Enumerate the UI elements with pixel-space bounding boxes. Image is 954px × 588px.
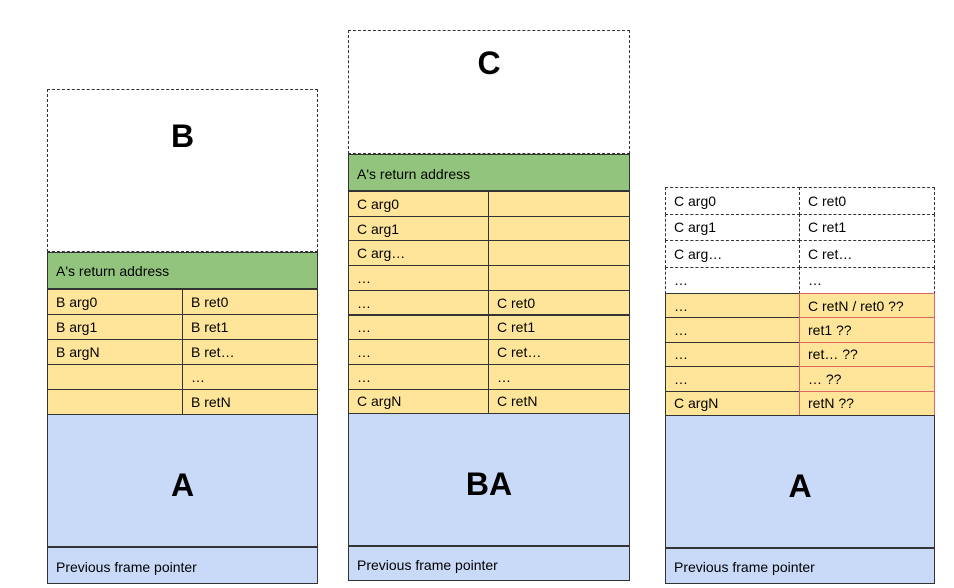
right-dashed-arg-cell: … — [665, 266, 800, 294]
middle-ret-cell — [488, 265, 630, 291]
middle-arg-cell: … — [348, 314, 489, 341]
frame-c: C — [348, 30, 630, 154]
right-ret-cell: … ?? — [799, 366, 935, 392]
right-dashed-arg-cell: C arg1 — [665, 213, 800, 241]
left-ret-cell: B ret0 — [182, 289, 318, 315]
frame-b: B — [47, 89, 318, 252]
frame-c-label: C — [477, 45, 501, 81]
frame-b-label: B — [170, 118, 195, 154]
frame-a-label: A — [788, 468, 812, 504]
right-arg-cell: C argN — [665, 390, 800, 416]
frame-ba: BA — [348, 413, 630, 546]
right-dashed-arg-cell: C arg… — [665, 240, 800, 268]
left-arg-cell: B arg0 — [47, 289, 183, 315]
right-arg-cell: … — [665, 293, 800, 319]
prev-frame-pointer-label: Previous frame pointer — [56, 559, 197, 575]
middle-arg-cell: … — [348, 339, 489, 365]
right-arg-cell: … — [665, 366, 800, 392]
left-arg-cell: B arg1 — [47, 314, 183, 340]
right-dashed-ret-cell: … — [799, 266, 935, 294]
right-dashed-ret-cell: C ret1 — [799, 213, 935, 241]
middle-arg-cell: C argN — [348, 388, 489, 415]
middle-ret-cell — [488, 191, 630, 217]
right-ret-cell: ret1 ?? — [799, 317, 935, 343]
left-arg-cell — [47, 364, 183, 390]
left-arg-cell — [47, 389, 183, 415]
middle-arg-cell: C arg0 — [348, 191, 489, 217]
left-ret-cell: … — [182, 364, 318, 390]
middle-ret-cell: C ret0 — [488, 289, 630, 316]
middle-arg-cell: … — [348, 265, 489, 291]
right-dashed-arg-cell: C arg0 — [665, 187, 800, 215]
right-arg-cell: … — [665, 341, 800, 368]
middle-ret-cell: C ret… — [488, 339, 630, 365]
left-ret-cell: B ret… — [182, 339, 318, 365]
prev-frame-pointer-middle: Previous frame pointer — [348, 546, 630, 581]
middle-ret-cell — [488, 215, 630, 242]
middle-ret-cell: … — [488, 363, 630, 390]
return-address-label: A's return address — [56, 263, 170, 279]
middle-arg-cell: … — [348, 363, 489, 390]
right-dashed-ret-cell: C ret0 — [799, 187, 935, 215]
right-ret-cell: retN ?? — [799, 390, 935, 416]
frame-a-left: A — [47, 414, 318, 547]
middle-arg-cell: C arg… — [348, 240, 489, 267]
frame-a-right: A — [665, 415, 935, 548]
middle-ret-cell: C retN — [488, 388, 630, 415]
return-address-left: A's return address — [47, 252, 318, 289]
prev-frame-pointer-left: Previous frame pointer — [47, 547, 318, 584]
left-arg-cell: B argN — [47, 339, 183, 365]
middle-arg-cell: … — [348, 289, 489, 316]
right-ret-cell: ret… ?? — [799, 341, 935, 368]
middle-ret-cell: C ret1 — [488, 314, 630, 341]
right-dashed-ret-cell: C ret… — [799, 240, 935, 268]
frame-ba-label: BA — [465, 466, 513, 502]
prev-frame-pointer-label: Previous frame pointer — [674, 559, 815, 575]
left-ret-cell: B ret1 — [182, 314, 318, 340]
right-arg-cell: … — [665, 317, 800, 343]
prev-frame-pointer-label: Previous frame pointer — [357, 557, 498, 573]
frame-a-label: A — [170, 467, 195, 503]
left-ret-cell: B retN — [182, 389, 318, 415]
return-address-label: A's return address — [357, 166, 471, 182]
return-address-middle: A's return address — [348, 154, 630, 191]
prev-frame-pointer-right: Previous frame pointer — [665, 548, 935, 584]
right-ret-cell: C retN / ret0 ?? — [799, 293, 935, 319]
middle-arg-cell: C arg1 — [348, 215, 489, 242]
middle-ret-cell — [488, 240, 630, 267]
